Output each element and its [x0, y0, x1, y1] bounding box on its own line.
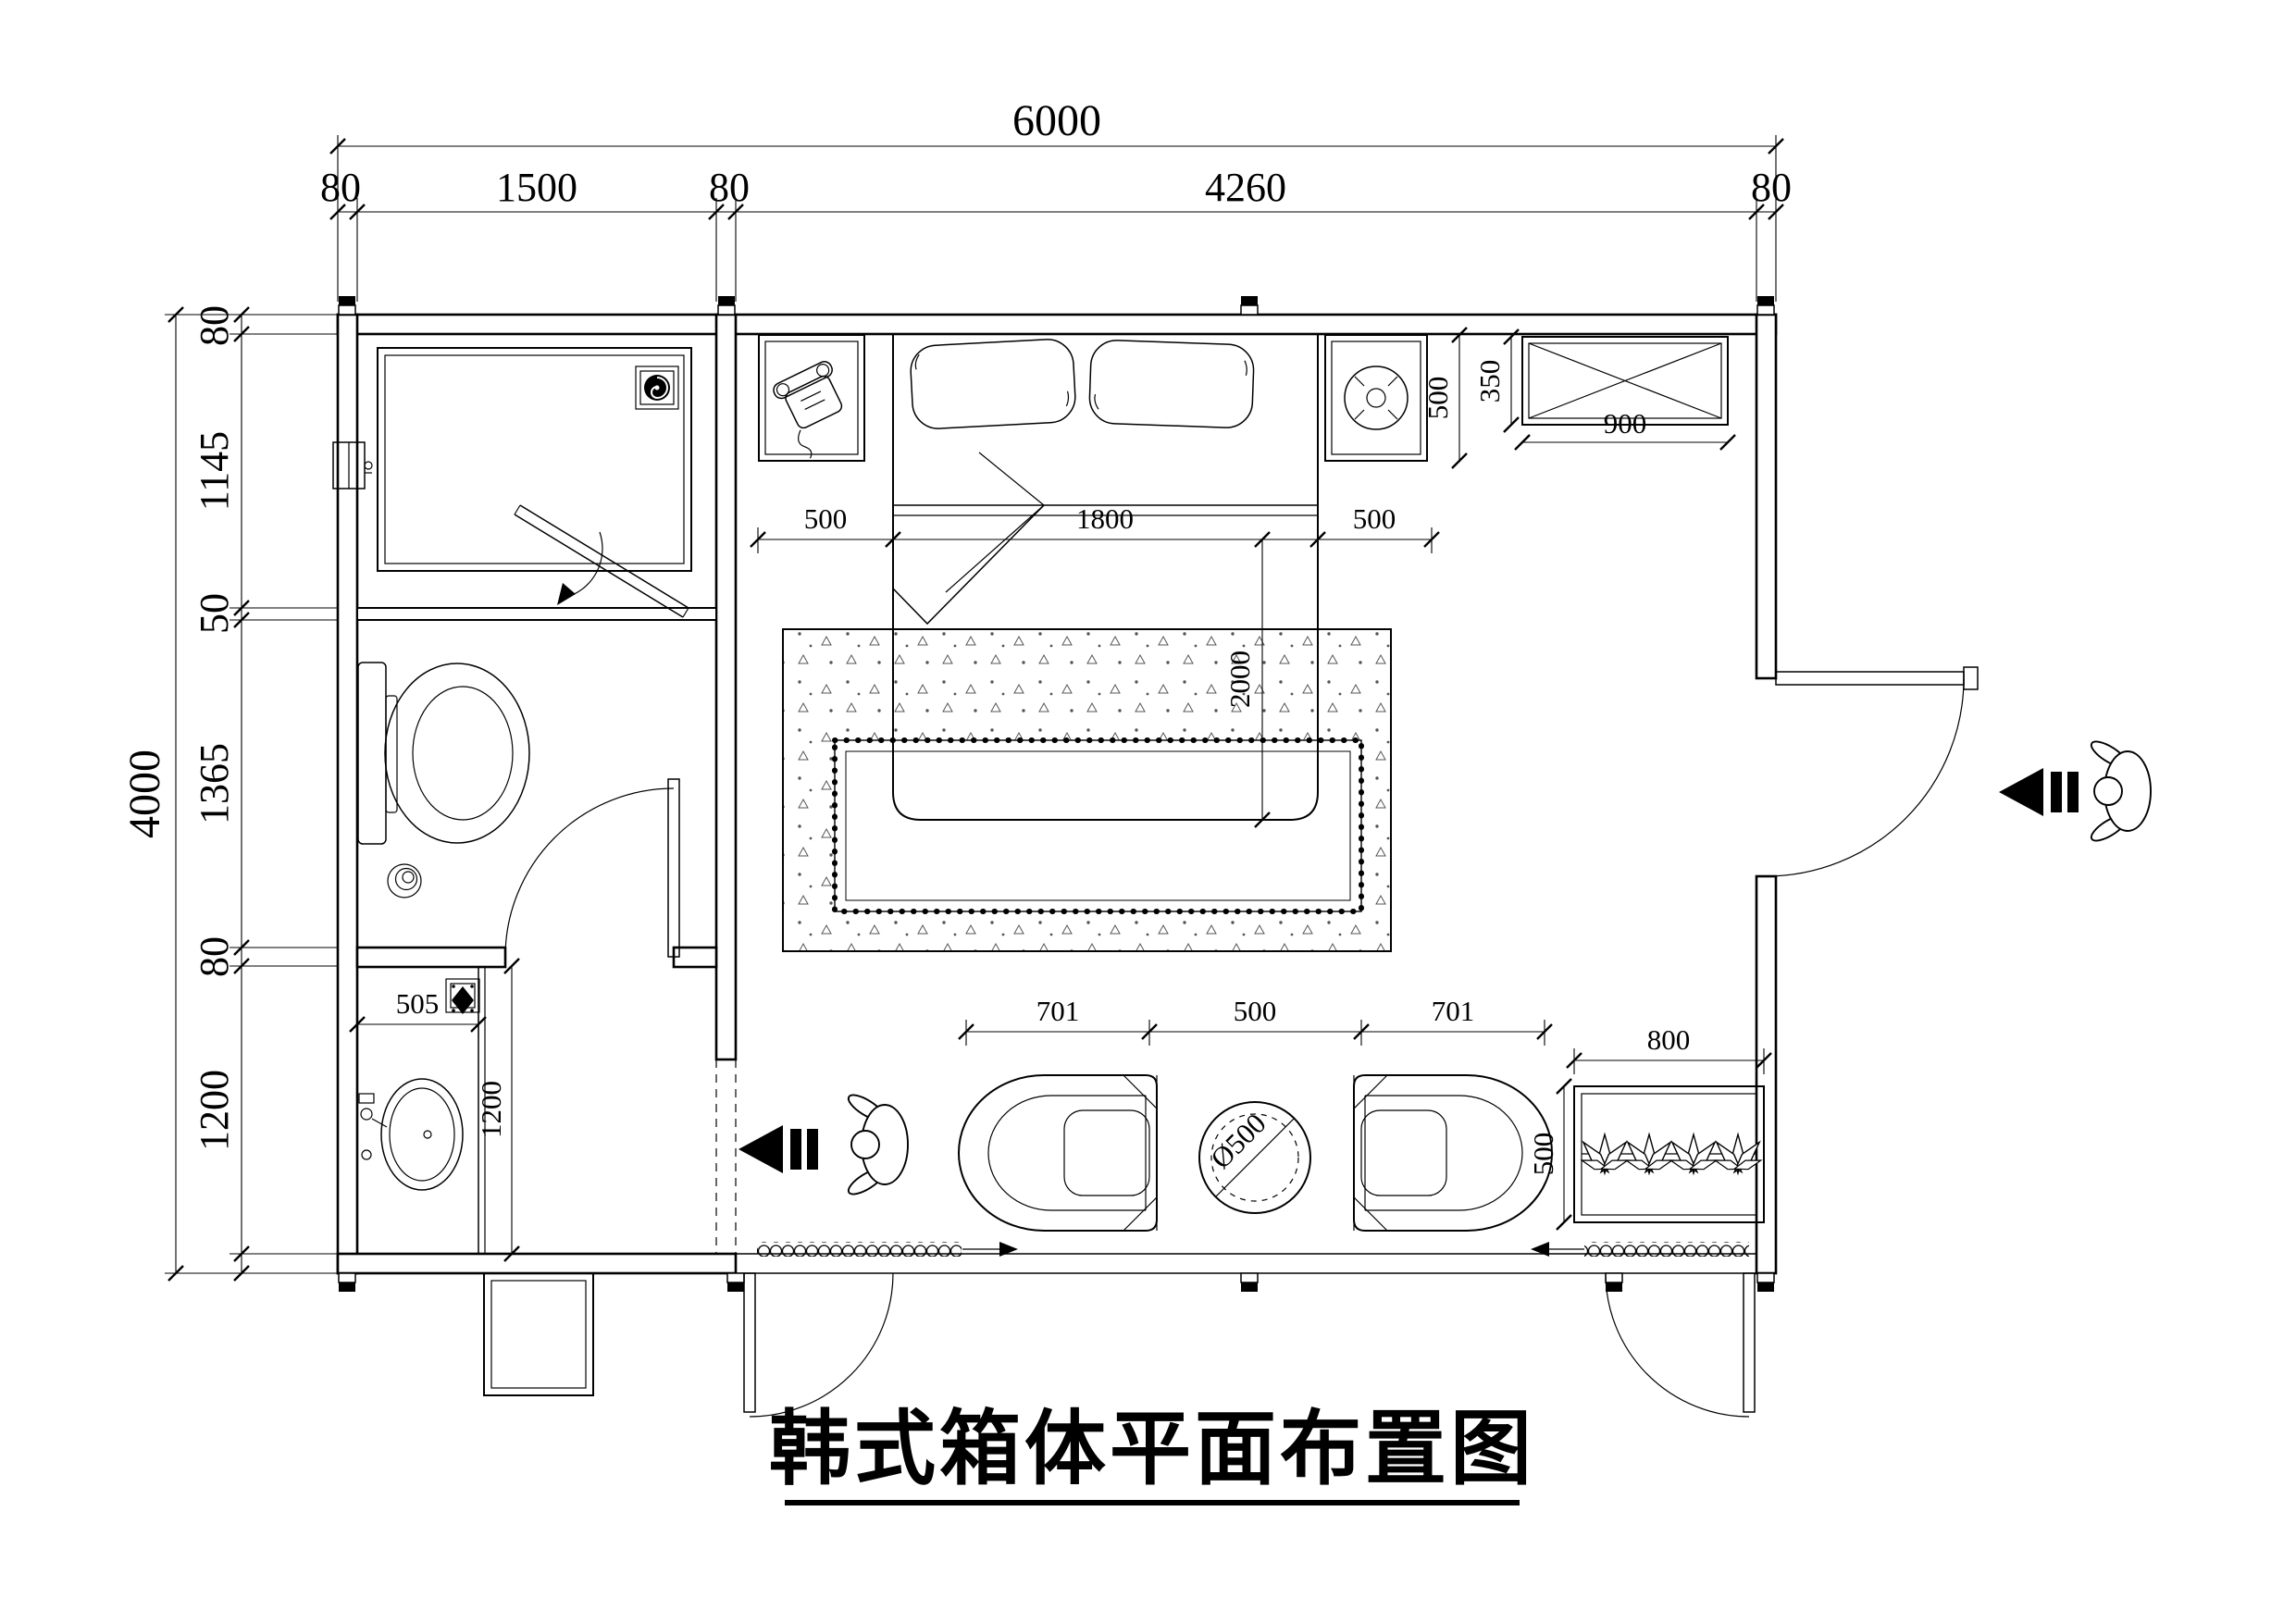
dim-label: 505: [396, 987, 440, 1020]
entry-door: [1765, 666, 1979, 877]
dim-label: 1800: [1076, 502, 1134, 535]
grid-marker: [1240, 1272, 1259, 1293]
dim-label-table-diameter: Ø500: [1204, 1107, 1272, 1174]
dimensions-interior: 500 1800 500 2000 500 350 900 505 1200: [348, 326, 1773, 1263]
dim-label: 500: [1234, 995, 1277, 1027]
shower-curb: [356, 607, 717, 621]
rug: [782, 628, 1392, 952]
dim-label: 701: [1432, 995, 1475, 1027]
dim-label: 50: [192, 593, 237, 634]
dim-label: 4260: [1205, 165, 1286, 210]
washbasin: [380, 1078, 464, 1191]
wall-top: [336, 313, 1778, 336]
person-figure: [2087, 736, 2152, 847]
partition-bath-bedroom: [714, 313, 738, 1061]
round-table: [1198, 1101, 1311, 1214]
dim-label: 1200: [192, 1070, 237, 1151]
bathroom: [332, 347, 692, 1396]
dim-label-left-total: 4000: [120, 750, 169, 838]
pillow: [910, 339, 1076, 429]
toilet: [357, 662, 530, 845]
dim-label: 1200: [475, 1081, 507, 1138]
people-and-arrows: [738, 736, 2152, 1200]
shower-folding-door: [514, 504, 689, 618]
plant-shelf: [1573, 1085, 1765, 1223]
tub-chair-left: [958, 1074, 1158, 1232]
bedroom-furniture: [758, 334, 1765, 1232]
dim-label: 80: [320, 165, 361, 210]
exhaust-fan-icon: [635, 365, 679, 410]
dim-label: 500: [804, 502, 848, 535]
dim-label: 1500: [496, 165, 577, 210]
dim-label: 2000: [1223, 650, 1256, 708]
round-fixture-icon: [1344, 365, 1409, 430]
pillow: [1088, 340, 1255, 428]
curtain-coil-left: [757, 1242, 1018, 1257]
tub-chair-right: [1353, 1074, 1553, 1232]
plant-icon: [1622, 1134, 1676, 1177]
dim-label: 500: [1527, 1133, 1559, 1176]
dim-label: 500: [1421, 377, 1454, 420]
person-figure: [844, 1089, 909, 1200]
bed: [892, 334, 1319, 821]
wall-right-lower: [1755, 874, 1778, 1275]
interior-arrow-icon: [738, 1125, 818, 1173]
dim-label: 800: [1647, 1023, 1691, 1056]
grid-marker: [1756, 1272, 1775, 1293]
square-drain-icon: [445, 978, 480, 1014]
dim-label-top-total: 6000: [1012, 96, 1101, 145]
drawing-title: 韩式箱体平面布置图: [769, 1401, 1535, 1496]
curtain-coil-right: [1531, 1242, 1749, 1257]
grid-marker: [1240, 295, 1259, 316]
dimensions-top: 6000 80 1500 80 4260 80: [320, 96, 1792, 302]
dim-label: 1145: [192, 431, 237, 511]
dim-label: 900: [1604, 407, 1647, 440]
grid-marker: [338, 295, 356, 316]
doors: [743, 666, 1979, 1418]
plant-icon: [1578, 1134, 1632, 1177]
partition-toilet-vanity-left: [355, 946, 507, 969]
exterior-step: [483, 1272, 594, 1396]
dim-label: 350: [1473, 360, 1506, 403]
wall-bottom-bath: [336, 1252, 738, 1275]
bathroom-door: [504, 778, 680, 958]
entry-arrow-icon: [1999, 768, 2079, 816]
wall-right-upper: [1755, 313, 1778, 680]
bottom-right-door: [1605, 1272, 1756, 1418]
dim-label: 500: [1353, 502, 1396, 535]
shower-enclosure: [377, 347, 692, 572]
grid-marker: [726, 1272, 745, 1293]
grid-marker: [1756, 295, 1775, 316]
dimensions-left: 4000 80 1145 50 1365 80 1200: [120, 305, 338, 1282]
shower-enclosure-inner: [384, 354, 685, 564]
blanket-fold: [892, 452, 1045, 626]
faucet-icon: [358, 1093, 388, 1160]
floor-drain-icon: [387, 863, 422, 898]
grid-marker: [1605, 1272, 1623, 1293]
dim-label: 80: [1751, 165, 1792, 210]
partition-toilet-vanity-right: [672, 946, 718, 969]
nightstand-left: [758, 334, 865, 462]
wall-niche: [332, 441, 373, 489]
plant-icon: [1667, 1134, 1720, 1177]
dim-label: 80: [192, 936, 237, 977]
wall-cabinet: [1521, 336, 1729, 426]
drawing-title-block: 韩式箱体平面布置图: [769, 1401, 1535, 1505]
dim-label: 80: [709, 165, 750, 210]
walls: [336, 295, 1778, 1293]
dim-label: 80: [192, 305, 237, 346]
wall-left: [336, 313, 359, 1275]
grid-marker: [717, 295, 736, 316]
grid-marker: [338, 1272, 356, 1293]
dim-label: 1365: [192, 743, 237, 824]
telephone-icon: [773, 361, 843, 459]
bottom-left-door: [743, 1272, 894, 1418]
dim-label: 701: [1036, 995, 1080, 1027]
nightstand-right: [1324, 334, 1428, 462]
